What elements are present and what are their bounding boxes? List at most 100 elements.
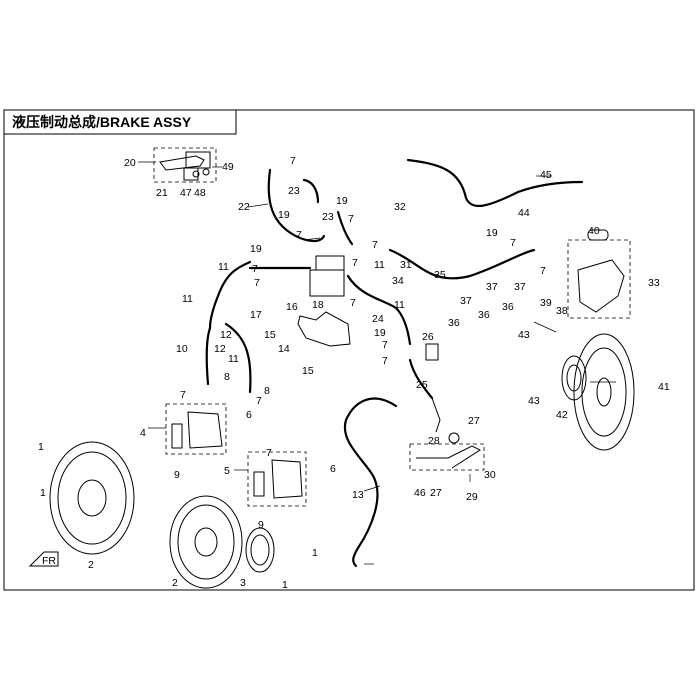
front-arrow-label: FR [42, 555, 56, 567]
callout-c16: 16 [286, 301, 298, 313]
callout-c30: 30 [484, 469, 496, 481]
callout-c11a: 11 [218, 261, 229, 273]
brake-hoses [205, 158, 584, 568]
callout-c9b: 9 [258, 519, 264, 531]
rear-brake-disc [561, 333, 635, 451]
callout-c33: 33 [648, 277, 660, 289]
callout-c14: 14 [278, 343, 290, 355]
callout-c1c: 1 [40, 487, 46, 499]
callout-c23a: 23 [288, 185, 300, 197]
callout-c31: 31 [400, 259, 412, 271]
leader-lines [138, 161, 616, 565]
callout-c7c: 7 [348, 213, 354, 225]
callout-c7h: 7 [352, 257, 358, 269]
callout-c6a: 6 [246, 409, 252, 421]
callout-c12b: 12 [220, 329, 232, 341]
callout-c7g: 7 [254, 277, 260, 289]
callout-c7f: 7 [252, 263, 258, 275]
callout-c19c: 19 [486, 227, 498, 239]
callout-c7o: 7 [266, 447, 272, 459]
front-brake-disc-right [169, 495, 243, 589]
front-master-cylinder [153, 147, 217, 183]
callout-c20: 20 [124, 157, 136, 169]
callout-c15b: 15 [302, 365, 314, 377]
callout-c1a: 1 [38, 441, 44, 453]
hose-23a [302, 178, 320, 204]
callout-c19d: 19 [250, 243, 262, 255]
callout-c6b: 6 [330, 463, 336, 475]
hose-11-upper [208, 260, 252, 330]
callout-c34: 34 [392, 275, 404, 287]
callout-c19b: 19 [336, 195, 348, 207]
callout-c48: 48 [194, 187, 206, 199]
callout-c8b: 8 [264, 385, 270, 397]
callout-c19e: 19 [374, 327, 386, 339]
callout-c39: 39 [540, 297, 552, 309]
callout-c11c: 11 [374, 259, 385, 271]
rear-caliper-assembly [567, 229, 631, 319]
hose-31-35 [388, 248, 536, 280]
callout-c2a: 2 [88, 559, 94, 571]
callout-c7n: 7 [256, 395, 262, 407]
callout-c3: 3 [240, 577, 246, 589]
callout-c41: 41 [658, 381, 670, 393]
callout-c37c: 37 [514, 281, 526, 293]
callout-c43a: 43 [518, 329, 530, 341]
callout-c42: 42 [556, 409, 568, 421]
callout-c5: 5 [224, 465, 230, 477]
callout-c11b: 11 [182, 293, 193, 305]
callout-c26: 26 [422, 331, 434, 343]
callout-c35: 35 [434, 269, 446, 281]
front-right-caliper [247, 451, 307, 507]
sensor-cable-44 [406, 158, 584, 207]
hose-23b [336, 210, 354, 246]
callout-c1d: 1 [282, 579, 288, 591]
callout-c7a: 7 [290, 155, 296, 167]
sensor-cable-13 [343, 397, 398, 568]
front-left-caliper [165, 403, 227, 455]
callout-c10: 10 [176, 343, 188, 355]
callout-c28: 28 [428, 435, 440, 447]
callout-c19a: 19 [278, 209, 290, 221]
abs-modulator [297, 255, 351, 347]
callout-c27a: 27 [468, 415, 480, 427]
callout-c18: 18 [312, 299, 324, 311]
front-direction-arrow-icon: FR [28, 551, 59, 567]
hose-12 [224, 322, 252, 394]
callout-c29: 29 [466, 491, 478, 503]
callout-c38: 38 [556, 305, 568, 317]
callout-c15a: 15 [264, 329, 276, 341]
callout-c7b: 7 [296, 229, 302, 241]
callout-c44: 44 [518, 207, 530, 219]
callout-c7i: 7 [540, 265, 546, 277]
callout-c36c: 36 [502, 301, 514, 313]
callout-c36a: 36 [448, 317, 460, 329]
title-box [3, 109, 237, 135]
hose-22 [267, 168, 326, 243]
hose-25 [408, 358, 434, 400]
callout-c24: 24 [372, 313, 384, 325]
rear-master-cylinder [409, 343, 485, 471]
callout-c11d: 11 [394, 299, 405, 311]
callout-c7j: 7 [350, 297, 356, 309]
callout-c21: 21 [156, 187, 168, 199]
callout-c40: 40 [588, 225, 600, 237]
callout-c2b: 2 [172, 577, 178, 589]
callout-c25: 25 [416, 379, 428, 391]
callout-c7d: 7 [372, 239, 378, 251]
callout-c7l: 7 [382, 355, 388, 367]
drawing-border [3, 109, 695, 591]
callout-c37a: 37 [460, 295, 472, 307]
callout-c13: 13 [352, 489, 364, 501]
callout-c9a: 9 [174, 469, 180, 481]
callout-c7m: 7 [180, 389, 186, 401]
callout-c32: 32 [394, 201, 406, 213]
callout-c1b: 1 [312, 547, 318, 559]
abs-sensor-ring-front [245, 527, 275, 573]
callout-c4: 4 [140, 427, 146, 439]
front-brake-disc-left [49, 441, 135, 555]
callout-c17: 17 [250, 309, 262, 321]
callout-c7k: 7 [382, 339, 388, 351]
callout-c7e: 7 [510, 237, 516, 249]
